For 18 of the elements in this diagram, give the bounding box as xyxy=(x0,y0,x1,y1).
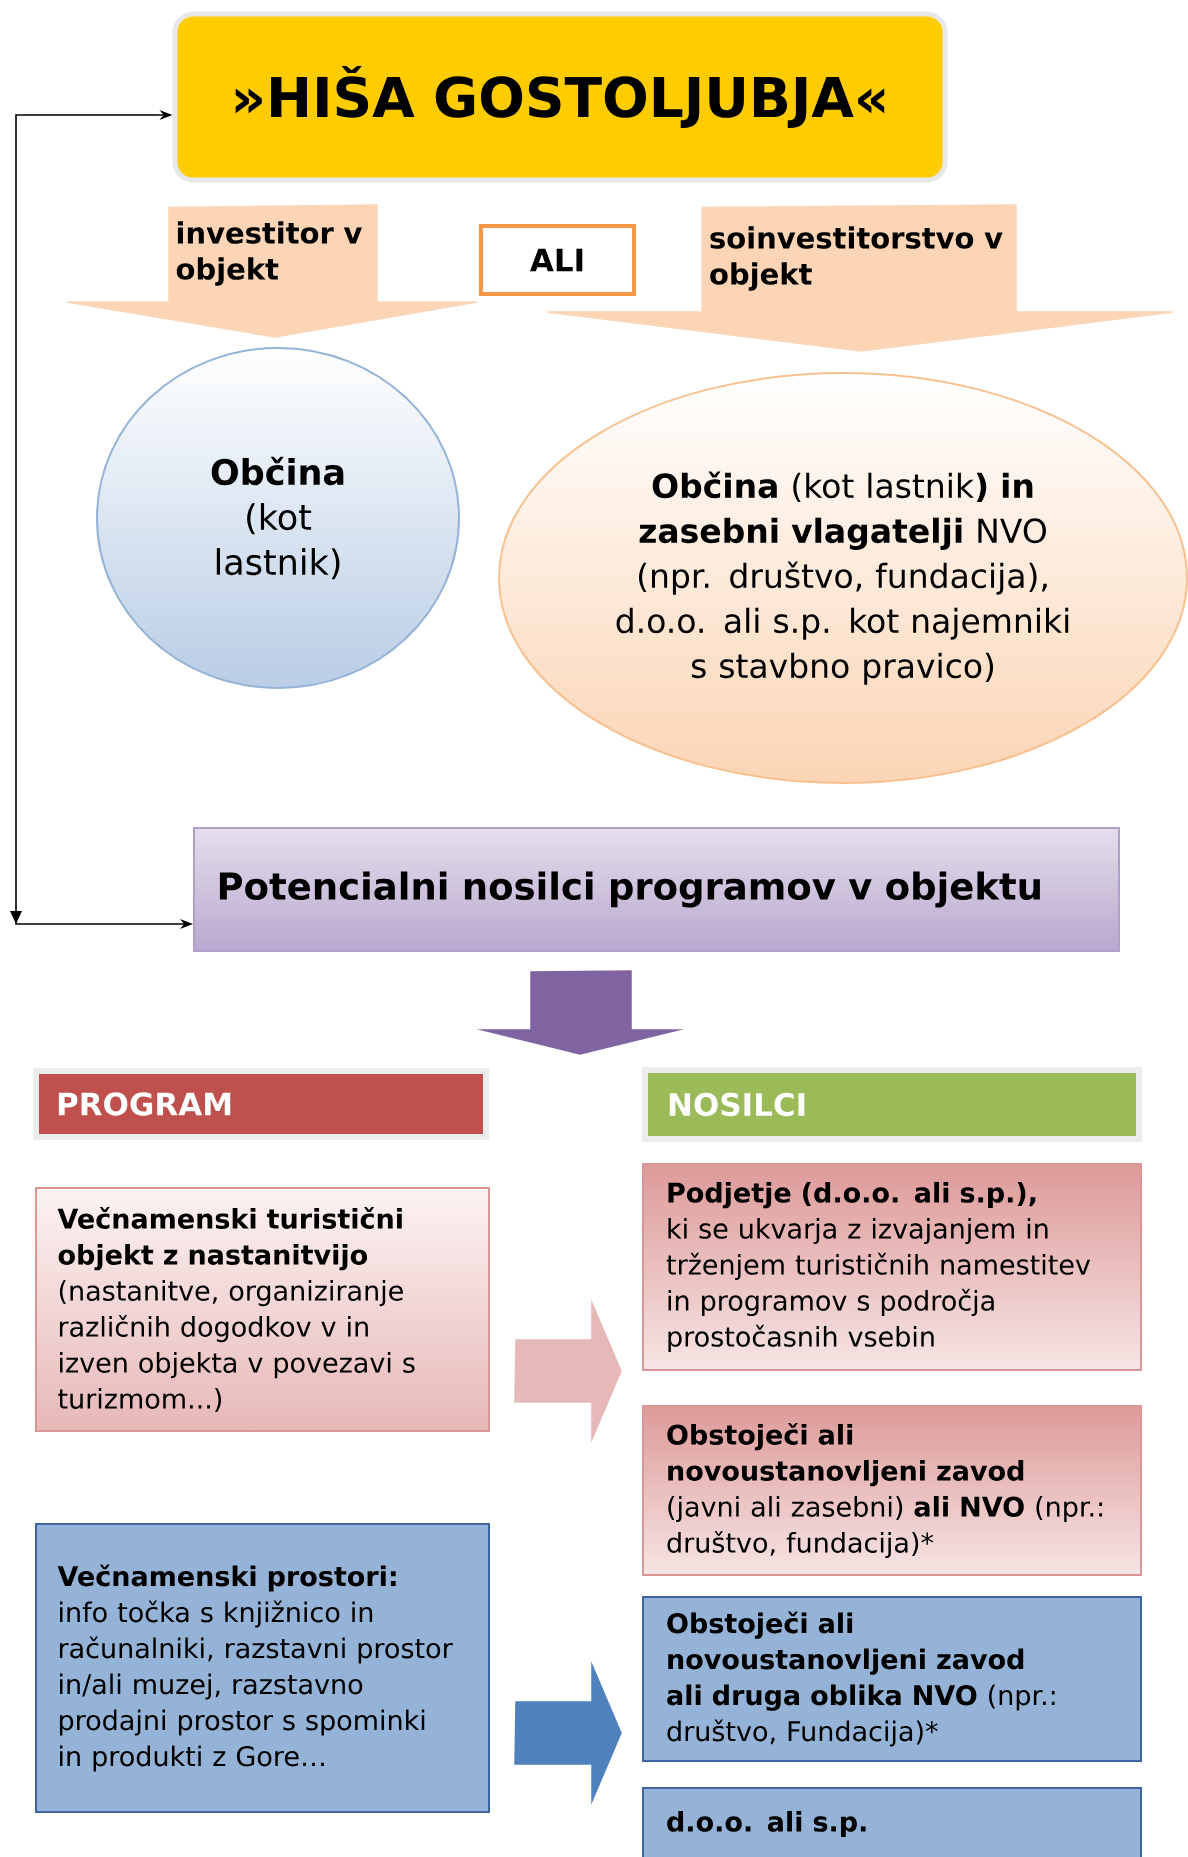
edge-label: investitor v objekt xyxy=(176,221,362,286)
block-arrow xyxy=(66,204,478,338)
text-box: d.o.o. ali s.p. xyxy=(642,1787,1142,1857)
edge-label: soinvestitorstvo v objekt xyxy=(710,226,1003,291)
block-arrow xyxy=(514,1661,622,1805)
column-header: NOSILCI xyxy=(642,1067,1142,1142)
title-box: »HIŠA GOSTOLJUBJA« xyxy=(172,11,948,183)
text-box: Podjetje (d.o.o. ali s.p.), ki se ukvarja z izvajanjem in trženjem turističnih namestitev in programov s področja prostočasnih vsebin xyxy=(642,1163,1142,1371)
text-box: ALI xyxy=(479,224,636,296)
column-header: PROGRAM xyxy=(33,1068,489,1140)
text-box: Obstoječi ali novoustanovljeni zavod (javni ali zasebni) ali NVO (npr.: društvo, fundacija)* xyxy=(642,1405,1142,1576)
block-arrow xyxy=(476,970,685,1055)
text-box: Večnamenski prostori: info točka s knjižnico in računalniki, razstavni prostor in/ali muzej, razstavno prodajni prostor s spominki in produkti z Gore… xyxy=(35,1523,490,1813)
text-box: Večnamenski turistični objekt z nastanitvijo (nastanitve, organiziranje različnih dogodkov v in izven objekta v povezavi s turizmom...) xyxy=(35,1187,490,1432)
block-arrow xyxy=(546,204,1174,352)
heading-banner: Potencialni nosilci programov v objektu xyxy=(193,827,1120,952)
text-box: Obstoječi ali novoustanovljeni zavod ali druga oblika NVO (npr.: društvo, Fundacija)* xyxy=(642,1596,1142,1762)
block-arrow xyxy=(514,1299,622,1443)
